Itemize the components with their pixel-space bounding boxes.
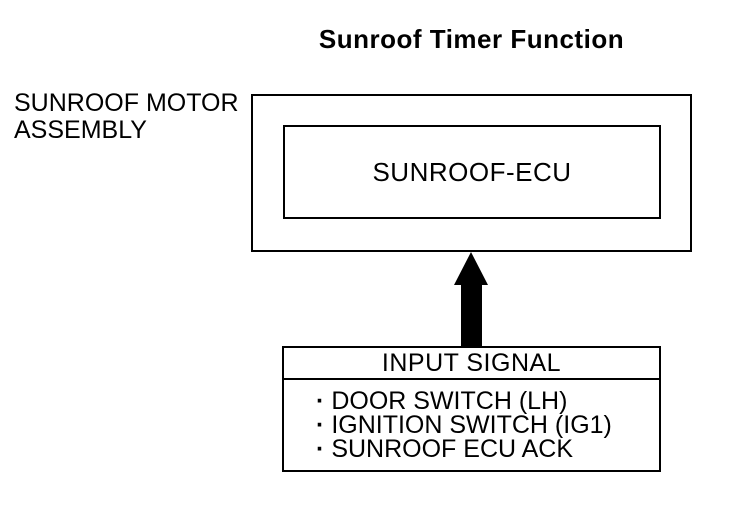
- list-item: · DOOR SWITCH (LH): [316, 387, 659, 415]
- list-item-label: SUNROOF ECU ACK: [331, 435, 574, 463]
- list-item: · SUNROOF ECU ACK: [316, 435, 659, 463]
- bullet-icon: ·: [316, 435, 325, 463]
- input-signal-header: INPUT SIGNAL: [284, 348, 659, 380]
- list-item-label: DOOR SWITCH (LH): [331, 387, 568, 415]
- sunroof-motor-assembly-label: SUNROOF MOTOR ASSEMBLY: [14, 89, 239, 144]
- up-arrow-shaft: [461, 283, 482, 346]
- sunroof-ecu-box: SUNROOF-ECU: [283, 125, 661, 219]
- bullet-icon: ·: [316, 411, 325, 439]
- sunroof-ecu-label: SUNROOF-ECU: [372, 156, 572, 187]
- input-signal-list: · DOOR SWITCH (LH) · IGNITION SWITCH (IG…: [284, 380, 659, 463]
- list-item-label: IGNITION SWITCH (IG1): [331, 411, 612, 439]
- bullet-icon: ·: [316, 387, 325, 415]
- list-item: · IGNITION SWITCH (IG1): [316, 411, 659, 439]
- up-arrow-icon: [454, 252, 488, 285]
- diagram-title: Sunroof Timer Function: [318, 24, 625, 54]
- input-signal-box: INPUT SIGNAL · DOOR SWITCH (LH) · IGNITI…: [282, 346, 661, 472]
